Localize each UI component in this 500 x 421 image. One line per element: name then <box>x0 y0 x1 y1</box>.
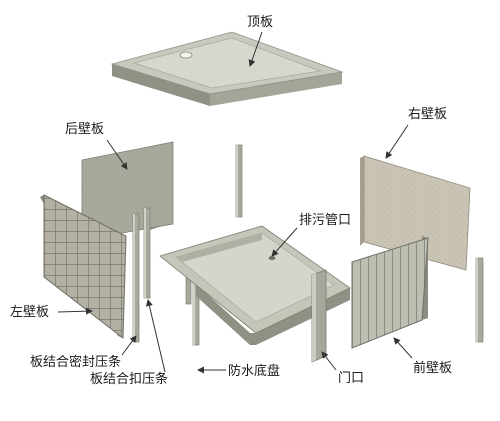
label-drain-pipe-group: 排污管口 <box>271 213 351 257</box>
panel-clamp-strip <box>143 207 151 299</box>
label-top-panel-group: 顶板 <box>247 15 273 67</box>
waterproof-base-tray <box>159 225 351 345</box>
center-vertical-strip <box>235 144 243 218</box>
label-front-wall: 前壁板 <box>413 360 452 376</box>
label-door-opening: 门口 <box>338 371 364 386</box>
top-panel <box>110 31 344 106</box>
label-front-wall-group: 前壁板 <box>393 337 452 376</box>
base-tray-front <box>196 284 350 345</box>
drain-outlet <box>268 256 276 260</box>
left-wall-face <box>43 194 127 339</box>
label-right-wall-group: 右壁板 <box>385 107 447 159</box>
left-wall-panel <box>40 194 127 339</box>
label-seal-strip-group: 板结合密封压条 <box>30 335 137 370</box>
panel-seal-strip <box>132 213 140 343</box>
top-panel-front-edge <box>112 64 210 106</box>
right-wall-panel <box>360 155 471 271</box>
label-left-wall-group: 左壁板 <box>10 305 93 320</box>
label-seal-strip: 板结合密封压条 <box>30 354 121 370</box>
label-back-wall: 后壁板 <box>65 122 104 137</box>
label-waterproof-base-group: 防水底盘 <box>197 363 280 379</box>
right-wall-edge <box>360 156 364 246</box>
right-wall-face <box>363 155 471 271</box>
front-wall-panel <box>311 236 429 363</box>
label-right-wall: 右壁板 <box>408 107 447 122</box>
front-wall-face <box>351 237 429 349</box>
label-clamp-strip-group: 板结合扣压条 <box>90 299 168 387</box>
label-door-opening-group: 门口 <box>321 351 364 386</box>
right-door-post <box>475 257 484 343</box>
base-tray-floor <box>175 232 335 323</box>
label-drain-pipe-outlet: 排污管口 <box>299 213 351 228</box>
top-panel-vent-hole <box>179 51 193 59</box>
label-clamp-strip: 板结合扣压条 <box>90 371 168 387</box>
label-waterproof-base: 防水底盘 <box>228 363 280 379</box>
base-tray-inner-wall <box>176 233 262 262</box>
label-back-wall-group: 后壁板 <box>65 122 128 170</box>
top-panel-surface <box>132 37 322 89</box>
label-top-panel: 顶板 <box>247 15 273 30</box>
top-panel-right-edge <box>210 72 342 106</box>
label-left-wall: 左壁板 <box>10 305 49 320</box>
